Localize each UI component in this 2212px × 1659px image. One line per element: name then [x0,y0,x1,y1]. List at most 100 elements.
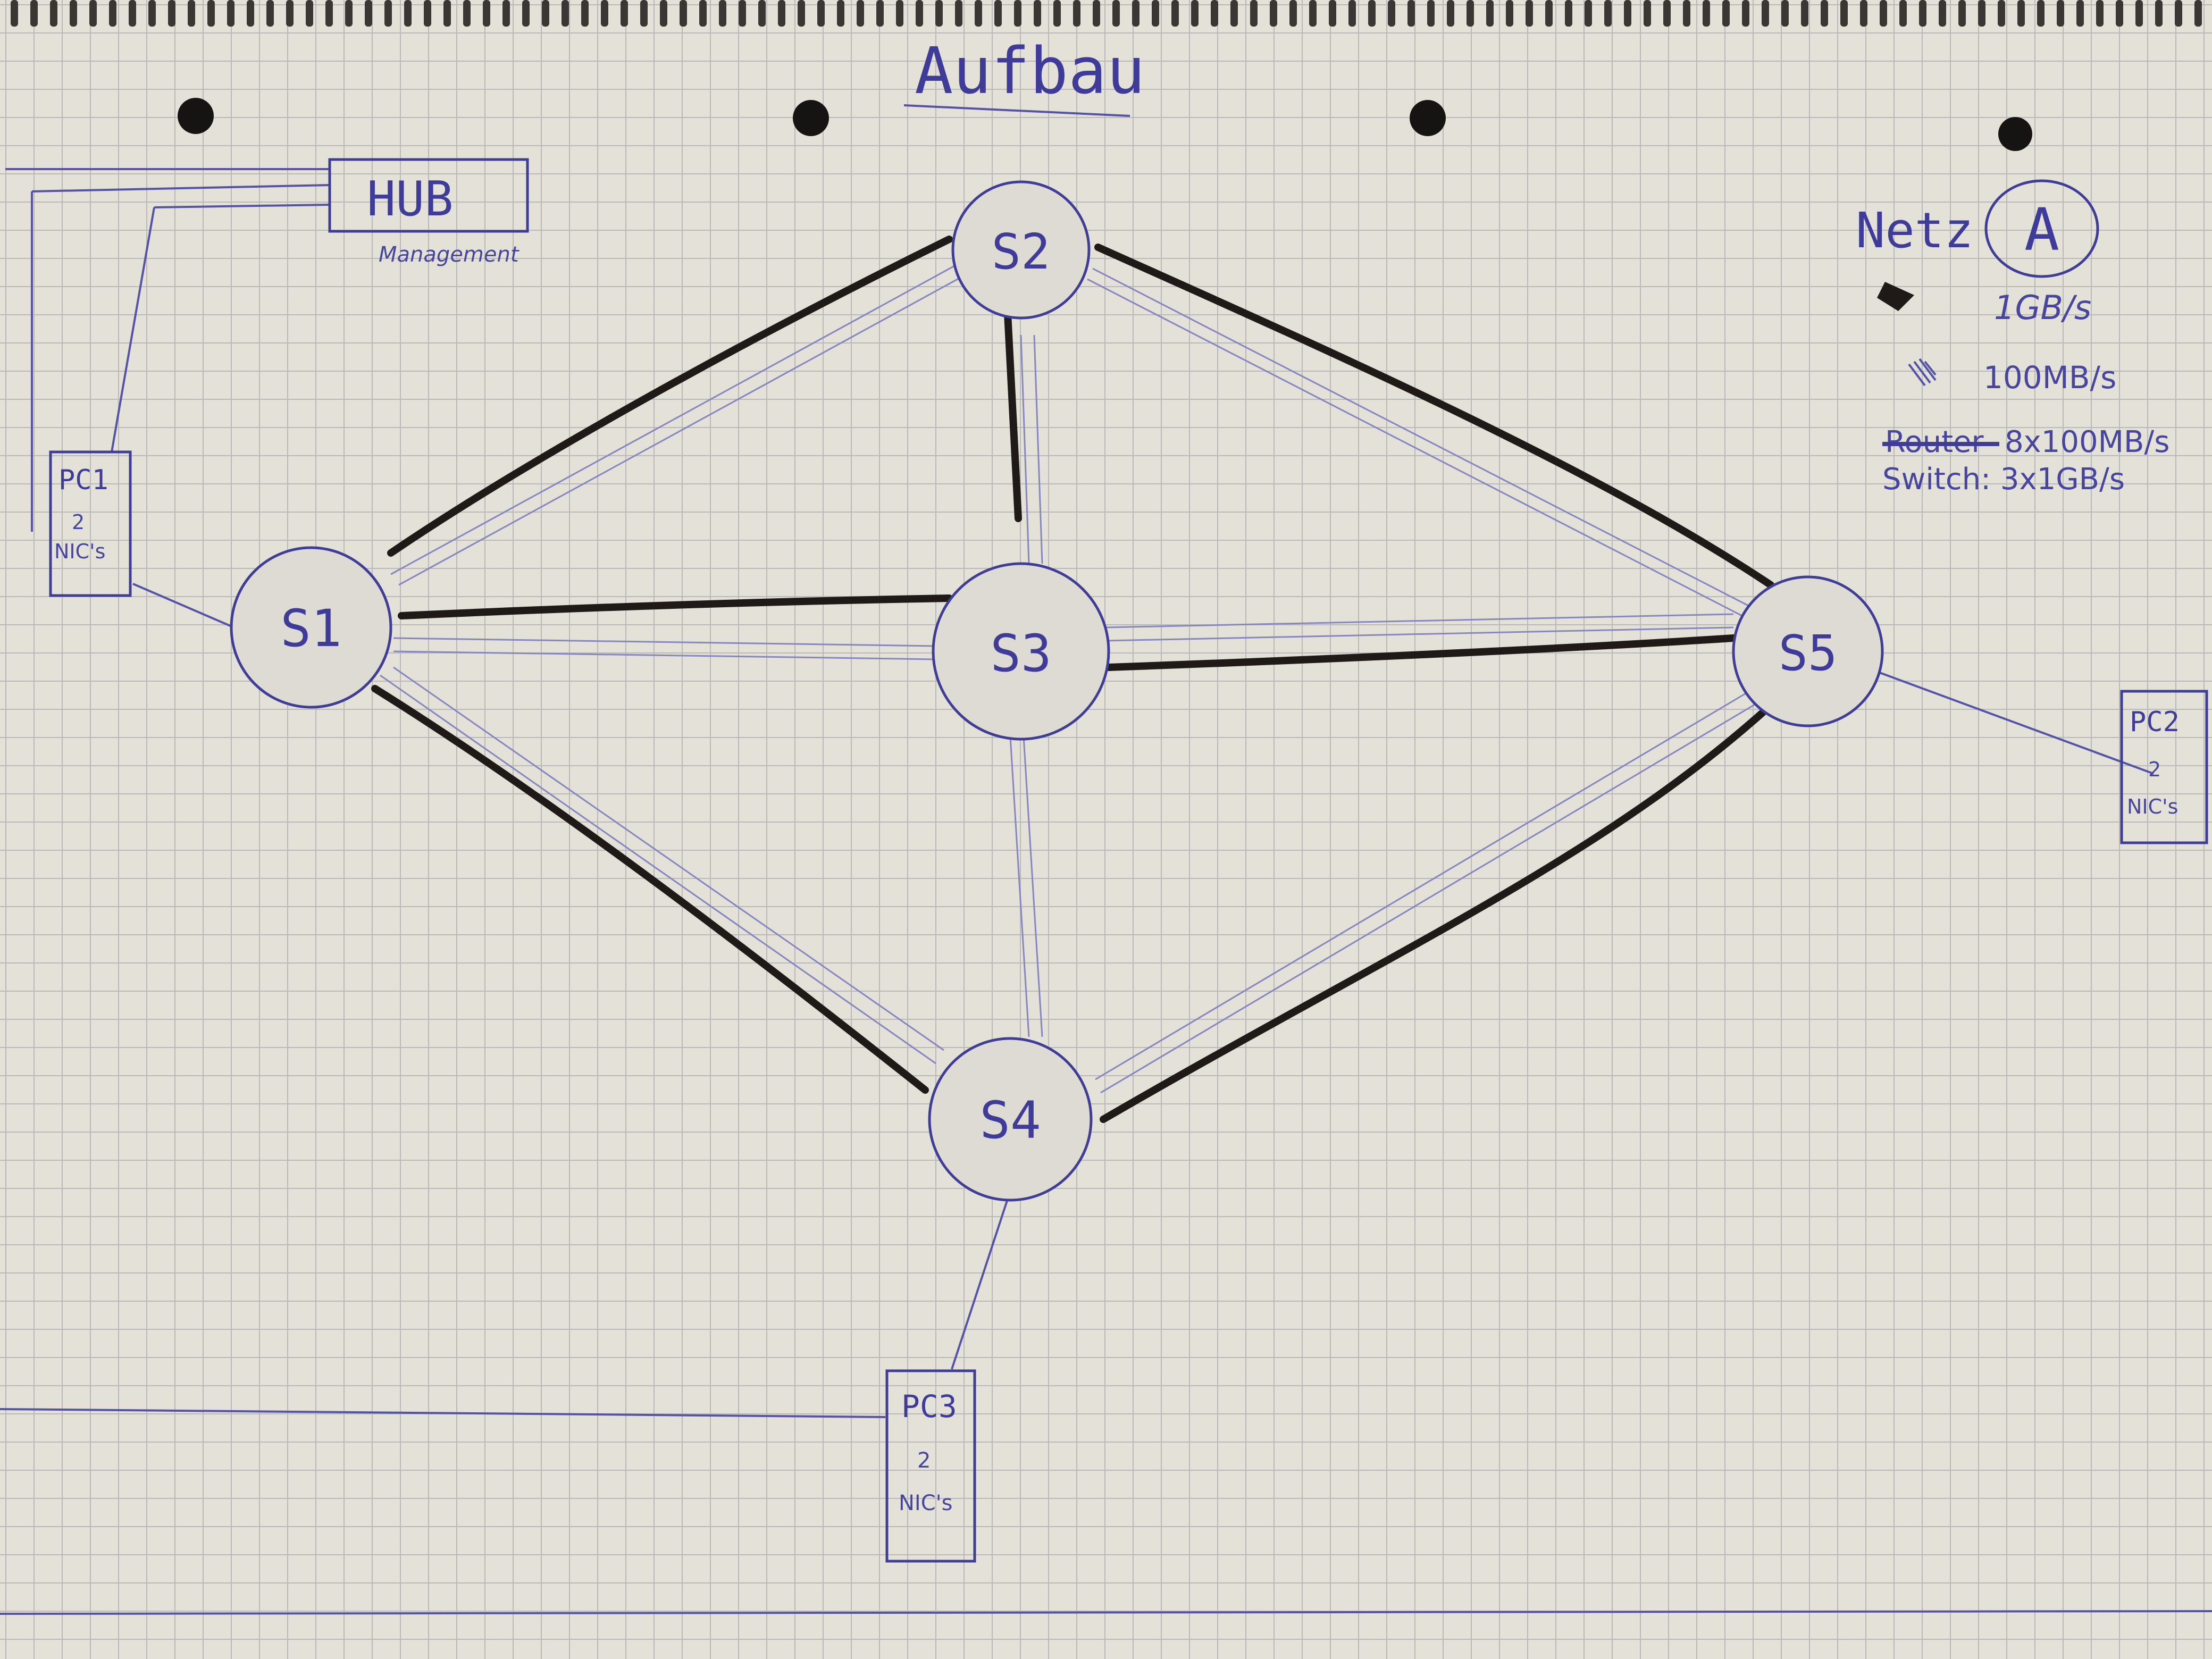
spiral-coil [1585,0,1592,27]
spiral-coil [1958,0,1966,27]
spiral-coil [1053,0,1061,27]
hub-sublabel: Management [379,242,520,267]
legend-switch-label: Switch: 3x1GB/s [1882,462,2125,497]
hub-pc1-wire [154,204,330,208]
legend-thick-label: 1GB/s [1994,288,2091,327]
spiral-coil [1899,0,1907,27]
spiral-coil [1742,0,1749,27]
spiral-coil [286,0,294,27]
spiral-coil [916,0,923,27]
switch-label-s4: S4 [979,1091,1041,1150]
spiral-coil [266,0,274,27]
spiral-coil [640,0,648,27]
pc2-link [1879,672,2154,775]
spiral-coil [1703,0,1710,27]
spiral-coil [935,0,943,27]
hub-label: HUB [367,171,454,227]
spiral-coil [1171,0,1179,27]
spiral-coil [1112,0,1120,27]
spiral-coil [1309,0,1317,27]
legend-netz-circle [1984,179,2099,278]
spiral-coil [1880,0,1887,27]
spiral-coil [1565,0,1572,27]
spiral-coil [1624,0,1631,27]
spiral-coil [1407,0,1415,27]
legend-netz-id: A [2024,196,2059,264]
spiral-coil [2175,0,2182,27]
spiral-binding [11,0,2202,27]
spiral-coil [1329,0,1336,27]
spiral-coil [1250,0,1258,27]
spiral-coil [1545,0,1553,27]
spiral-coil [1034,0,1041,27]
spiral-coil [2037,0,2045,27]
legend-netz-label: Netz [1856,202,1974,259]
spiral-coil [1467,0,1474,27]
pc-nics-count-pc1: 2 [72,510,85,534]
spiral-coil [1939,0,1946,27]
spiral-coil [1998,0,2005,27]
spiral-coil [1132,0,1139,27]
hub-box [328,158,529,233]
spiral-coil [778,0,785,27]
spiral-coil [70,0,77,27]
pc-label-pc3: PC3 [901,1388,957,1425]
spiral-coil [384,0,392,27]
spiral-coil [168,0,175,27]
pc-box-pc1: PC1 2 NIC's [49,450,132,597]
spiral-coil [2194,0,2202,27]
spiral-coil [443,0,451,27]
spiral-coil [129,0,136,27]
spiral-coil [89,0,97,27]
spiral-coil [148,0,156,27]
pc-nics-label-pc1: NIC's [54,540,105,563]
spiral-coil [30,0,38,27]
spiral-coil [1230,0,1238,27]
spiral-coil [463,0,471,27]
spiral-coil [522,0,530,27]
spiral-coil [325,0,333,27]
spiral-coil [876,0,884,27]
spiral-coil [1211,0,1218,27]
spiral-coil [502,0,510,27]
spiral-coil [188,0,195,27]
spiral-coil [2155,0,2163,27]
spiral-coil [857,0,864,27]
spiral-coil [1368,0,1376,27]
pc-nics-count-pc3: 2 [917,1448,931,1473]
spiral-coil [1191,0,1199,27]
spiral-coil [1388,0,1395,27]
spiral-coil [1801,0,1808,27]
pc-box-pc2: PC2 2 NIC's [2120,690,2208,844]
spiral-coil [1486,0,1494,27]
spiral-coil [424,0,431,27]
spiral-coil [798,0,805,27]
hub-wire [31,184,330,192]
spiral-coil [2135,0,2143,27]
pc3-wire [0,1408,886,1418]
spiral-coil [1604,0,1612,27]
spiral-coil [975,0,982,27]
title-underline [903,104,1130,117]
links-100mbs [380,265,1755,1094]
spiral-coil [2116,0,2123,27]
spiral-coil [1526,0,1533,27]
spiral-coil [1506,0,1513,27]
spiral-coil [1348,0,1356,27]
spiral-coil [1978,0,1985,27]
legend-router-label: 8x100MB/s [2005,425,2169,459]
spiral-coil [1152,0,1159,27]
spiral-coil [1840,0,1848,27]
pc-box-pc3: PC3 2 NIC's [885,1369,976,1563]
spiral-coil [2076,0,2084,27]
spiral-coil [404,0,412,27]
spiral-coil [699,0,707,27]
spiral-coil [621,0,628,27]
spiral-coil [837,0,844,27]
spiral-coil [345,0,353,27]
spiral-coil [11,0,18,27]
spiral-coil [1781,0,1789,27]
legend-double-swatch [1908,358,1937,387]
